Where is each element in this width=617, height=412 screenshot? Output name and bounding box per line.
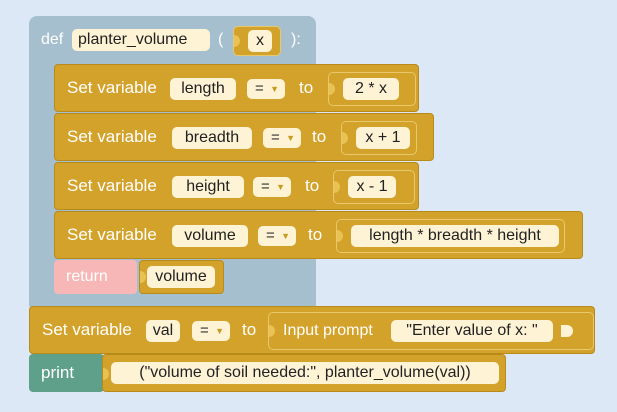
input-prompt-label: Input prompt bbox=[283, 322, 373, 339]
return-block[interactable]: return bbox=[54, 260, 137, 294]
socket-notch bbox=[269, 325, 275, 337]
set-variable-label: Set variable bbox=[67, 176, 157, 195]
set-variable-block-volume[interactable]: Set variable volume =▼ to length * bread… bbox=[54, 211, 583, 259]
param-socket-notch bbox=[234, 35, 240, 47]
operator-label: = bbox=[255, 80, 264, 97]
return-value-field[interactable]: volume bbox=[147, 266, 215, 288]
variable-name-field[interactable]: breadth bbox=[172, 127, 252, 149]
prompt-text-field[interactable]: "Enter value of x: " bbox=[391, 320, 553, 342]
operator-label: = bbox=[200, 322, 209, 339]
operator-label: = bbox=[261, 178, 270, 195]
function-name-field[interactable]: planter_volume bbox=[72, 29, 210, 51]
chevron-down-icon: ▼ bbox=[286, 133, 295, 143]
input-prompt-block[interactable]: Input prompt "Enter value of x: " bbox=[268, 312, 594, 350]
to-label: to bbox=[299, 78, 314, 97]
chevron-down-icon: ▼ bbox=[215, 326, 224, 336]
socket-notch bbox=[103, 368, 109, 380]
to-label: to bbox=[242, 320, 257, 339]
open-paren: ( bbox=[218, 31, 224, 48]
variable-name-field[interactable]: volume bbox=[172, 225, 248, 247]
expression-field[interactable]: x + 1 bbox=[356, 127, 410, 149]
print-args-socket[interactable]: ("volume of soil needed:", planter_volum… bbox=[102, 354, 506, 392]
operator-label: = bbox=[266, 227, 275, 244]
set-variable-block-length[interactable]: Set variable length =▼ to 2 * x bbox=[54, 64, 419, 112]
socket-notch bbox=[334, 181, 340, 193]
to-label: to bbox=[305, 176, 320, 195]
return-label: return bbox=[66, 268, 108, 285]
socket-notch bbox=[329, 83, 335, 95]
chevron-down-icon: ▼ bbox=[281, 231, 290, 241]
to-label: to bbox=[308, 225, 323, 244]
operator-label: = bbox=[271, 129, 280, 146]
close-paren-colon: ): bbox=[291, 31, 301, 48]
chevron-down-icon: ▼ bbox=[276, 182, 285, 192]
set-variable-label: Set variable bbox=[67, 225, 157, 244]
set-variable-label: Set variable bbox=[67, 78, 157, 97]
expression-field[interactable]: 2 * x bbox=[343, 78, 399, 100]
operator-dropdown[interactable]: =▼ bbox=[247, 79, 285, 99]
string-end-icon bbox=[561, 325, 573, 337]
def-keyword: def bbox=[41, 31, 64, 48]
expression-field[interactable]: x - 1 bbox=[348, 176, 396, 198]
print-block[interactable]: print bbox=[29, 354, 104, 392]
variable-name-field[interactable]: val bbox=[146, 320, 180, 342]
operator-dropdown[interactable]: =▼ bbox=[263, 128, 301, 148]
expression-field[interactable]: length * breadth * height bbox=[351, 225, 559, 247]
socket-notch bbox=[337, 230, 343, 242]
variable-name-field[interactable]: length bbox=[170, 78, 236, 100]
operator-dropdown[interactable]: =▼ bbox=[253, 177, 291, 197]
operator-dropdown[interactable]: =▼ bbox=[192, 321, 230, 341]
set-variable-block-height[interactable]: Set variable height =▼ to x - 1 bbox=[54, 162, 419, 210]
print-args-field[interactable]: ("volume of soil needed:", planter_volum… bbox=[111, 362, 499, 384]
return-value-socket[interactable]: volume bbox=[139, 260, 224, 294]
socket-notch bbox=[342, 132, 348, 144]
print-label: print bbox=[41, 363, 75, 382]
chevron-down-icon: ▼ bbox=[270, 84, 279, 94]
set-variable-block-val[interactable]: Set variable val =▼ to Input prompt "Ent… bbox=[29, 306, 595, 354]
def-header: def planter_volume ( x ): bbox=[29, 16, 316, 66]
set-variable-label: Set variable bbox=[42, 320, 132, 339]
operator-dropdown[interactable]: =▼ bbox=[258, 226, 296, 246]
param-field[interactable]: x bbox=[248, 30, 272, 52]
to-label: to bbox=[312, 127, 327, 146]
socket-notch bbox=[140, 271, 146, 283]
set-variable-block-breadth[interactable]: Set variable breadth =▼ to x + 1 bbox=[54, 113, 434, 161]
variable-name-field[interactable]: height bbox=[172, 176, 244, 198]
set-variable-label: Set variable bbox=[67, 127, 157, 146]
